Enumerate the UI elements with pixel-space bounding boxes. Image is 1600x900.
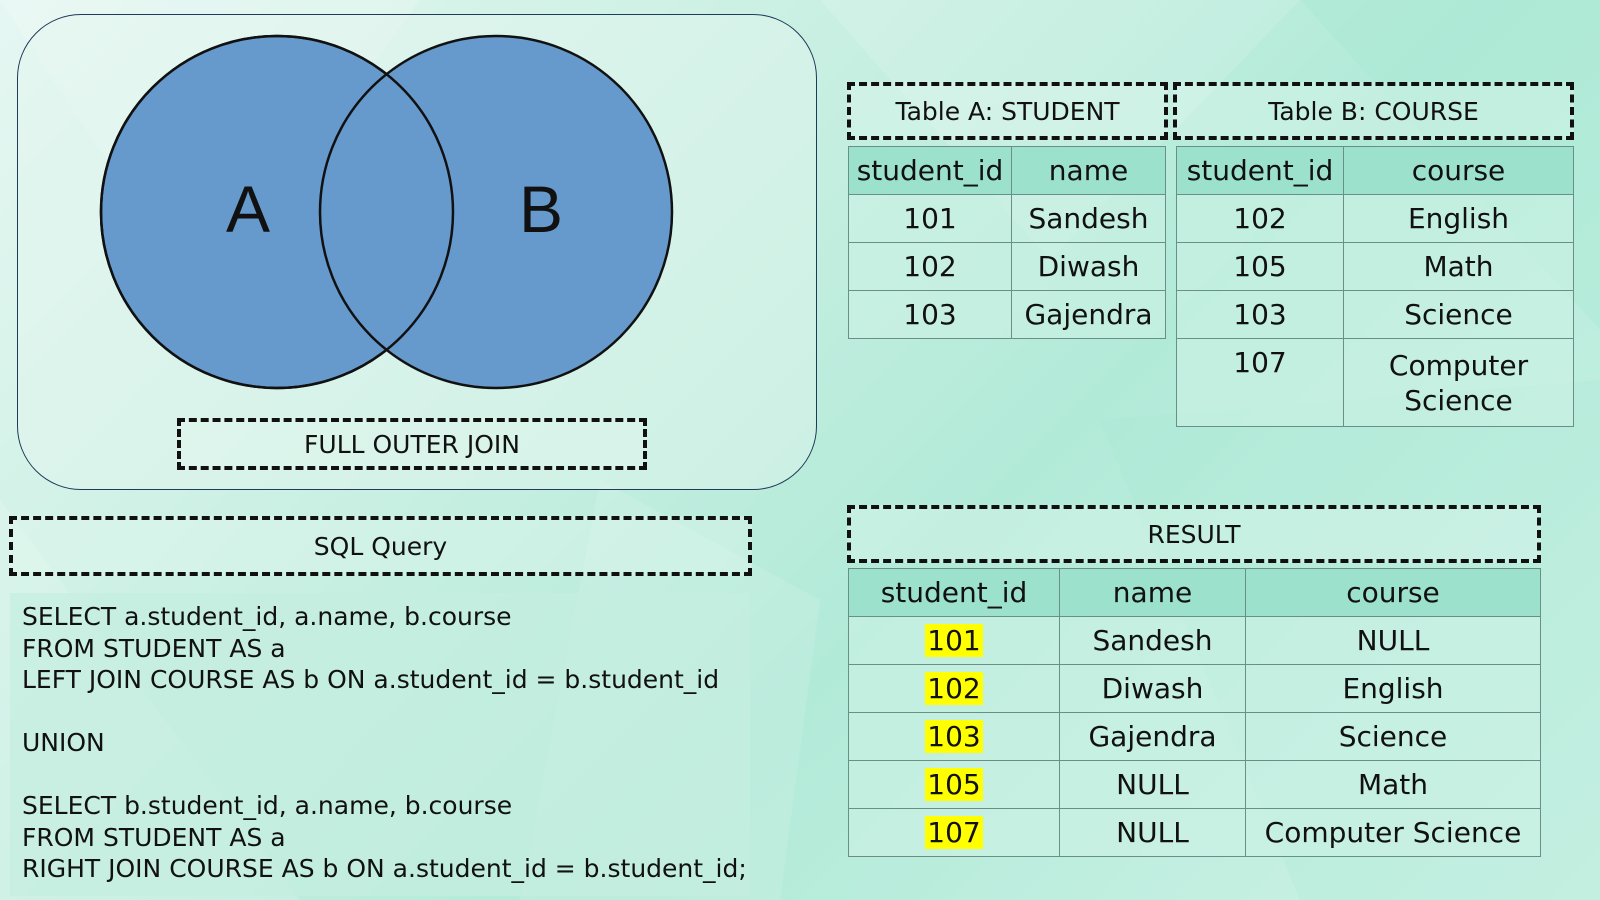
sql-line: RIGHT JOIN COURSE AS b ON a.student_id =…: [22, 854, 747, 883]
column-header: student_id: [1176, 146, 1344, 195]
column-header: name: [1011, 146, 1166, 195]
table-b-title: Table B: COURSE: [1173, 82, 1574, 140]
table-cell: Gajendra: [1011, 290, 1166, 339]
table-cell: Sandesh: [1059, 616, 1246, 665]
join-type-label: FULL OUTER JOIN: [177, 418, 647, 470]
table-cell: 103: [848, 290, 1012, 339]
table-cell: 105: [848, 760, 1060, 809]
sql-union: UNION: [22, 728, 105, 757]
highlighted-id: 101: [925, 624, 983, 657]
table-cell: Math: [1343, 242, 1574, 291]
table-row: 101 Sandesh: [848, 194, 1166, 243]
sql-line: SELECT b.student_id, a.name, b.course: [22, 791, 513, 820]
result-title: RESULT: [847, 505, 1541, 563]
table-cell: NULL: [1059, 760, 1246, 809]
sql-line: LEFT JOIN COURSE AS b ON a.student_id = …: [22, 665, 720, 694]
label-b: B: [519, 172, 563, 246]
table-cell: Diwash: [1059, 664, 1246, 713]
table-row: 103 Gajendra: [848, 290, 1166, 339]
column-header: name: [1059, 568, 1246, 617]
highlighted-id: 103: [925, 720, 983, 753]
table-cell: 107: [1176, 338, 1344, 427]
table-header: student_id course: [1176, 146, 1574, 195]
venn-diagram: A B: [99, 34, 674, 390]
table-cell: 102: [1176, 194, 1344, 243]
table-cell: 101: [848, 616, 1060, 665]
sql-line: FROM STUDENT AS a: [22, 822, 286, 852]
table-cell: 102: [848, 242, 1012, 291]
table-cell: English: [1343, 194, 1574, 243]
table-row: 103 Gajendra Science: [848, 712, 1541, 761]
highlighted-id: 107: [925, 816, 983, 849]
table-cell: 101: [848, 194, 1012, 243]
table-cell: 107: [848, 808, 1060, 857]
table-cell: Gajendra: [1059, 712, 1246, 761]
table-row: 103 Science: [1176, 290, 1574, 339]
table-cell: 103: [1176, 290, 1344, 339]
result-table: student_id name course 101 Sandesh NULL …: [848, 568, 1541, 857]
circle-a-outline: [99, 34, 455, 390]
table-header: student_id name: [848, 146, 1166, 195]
table-cell: Computer Science: [1245, 808, 1541, 857]
table-row: 102 Diwash: [848, 242, 1166, 291]
table-a-title: Table A: STUDENT: [847, 82, 1168, 140]
table-row: 102 English: [1176, 194, 1574, 243]
column-header: course: [1245, 568, 1541, 617]
column-header: student_id: [848, 568, 1060, 617]
table-b: student_id course 102 English 105 Math 1…: [1176, 146, 1574, 427]
table-cell: Math: [1245, 760, 1541, 809]
table-cell: 102: [848, 664, 1060, 713]
table-row: 105 NULL Math: [848, 760, 1541, 809]
table-row: 102 Diwash English: [848, 664, 1541, 713]
table-cell: Diwash: [1011, 242, 1166, 291]
circle-b: [318, 34, 674, 390]
table-a: student_id name 101 Sandesh 102 Diwash 1…: [848, 146, 1166, 339]
table-cell: 105: [1176, 242, 1344, 291]
table-cell: English: [1245, 664, 1541, 713]
table-cell: NULL: [1245, 616, 1541, 665]
table-cell: Computer Science: [1343, 338, 1574, 427]
table-row: 107 Computer Science: [1176, 338, 1574, 427]
table-row: 107 NULL Computer Science: [848, 808, 1541, 857]
highlighted-id: 102: [925, 672, 983, 705]
sql-line: FROM STUDENT AS a: [22, 633, 286, 663]
sql-line: SELECT a.student_id, a.name, b.course: [22, 602, 512, 631]
table-cell: NULL: [1059, 808, 1246, 857]
highlighted-id: 105: [925, 768, 983, 801]
table-cell: Science: [1245, 712, 1541, 761]
table-cell: Sandesh: [1011, 194, 1166, 243]
table-header: student_id name course: [848, 568, 1541, 617]
sql-title: SQL Query: [9, 516, 752, 576]
sql-code-block: SELECT a.student_id, a.name, b.course FR…: [10, 593, 750, 896]
table-row: 105 Math: [1176, 242, 1574, 291]
column-header: student_id: [848, 146, 1012, 195]
column-header: course: [1343, 146, 1574, 195]
table-row: 101 Sandesh NULL: [848, 616, 1541, 665]
label-a: A: [226, 172, 270, 246]
table-cell: 103: [848, 712, 1060, 761]
table-cell: Science: [1343, 290, 1574, 339]
